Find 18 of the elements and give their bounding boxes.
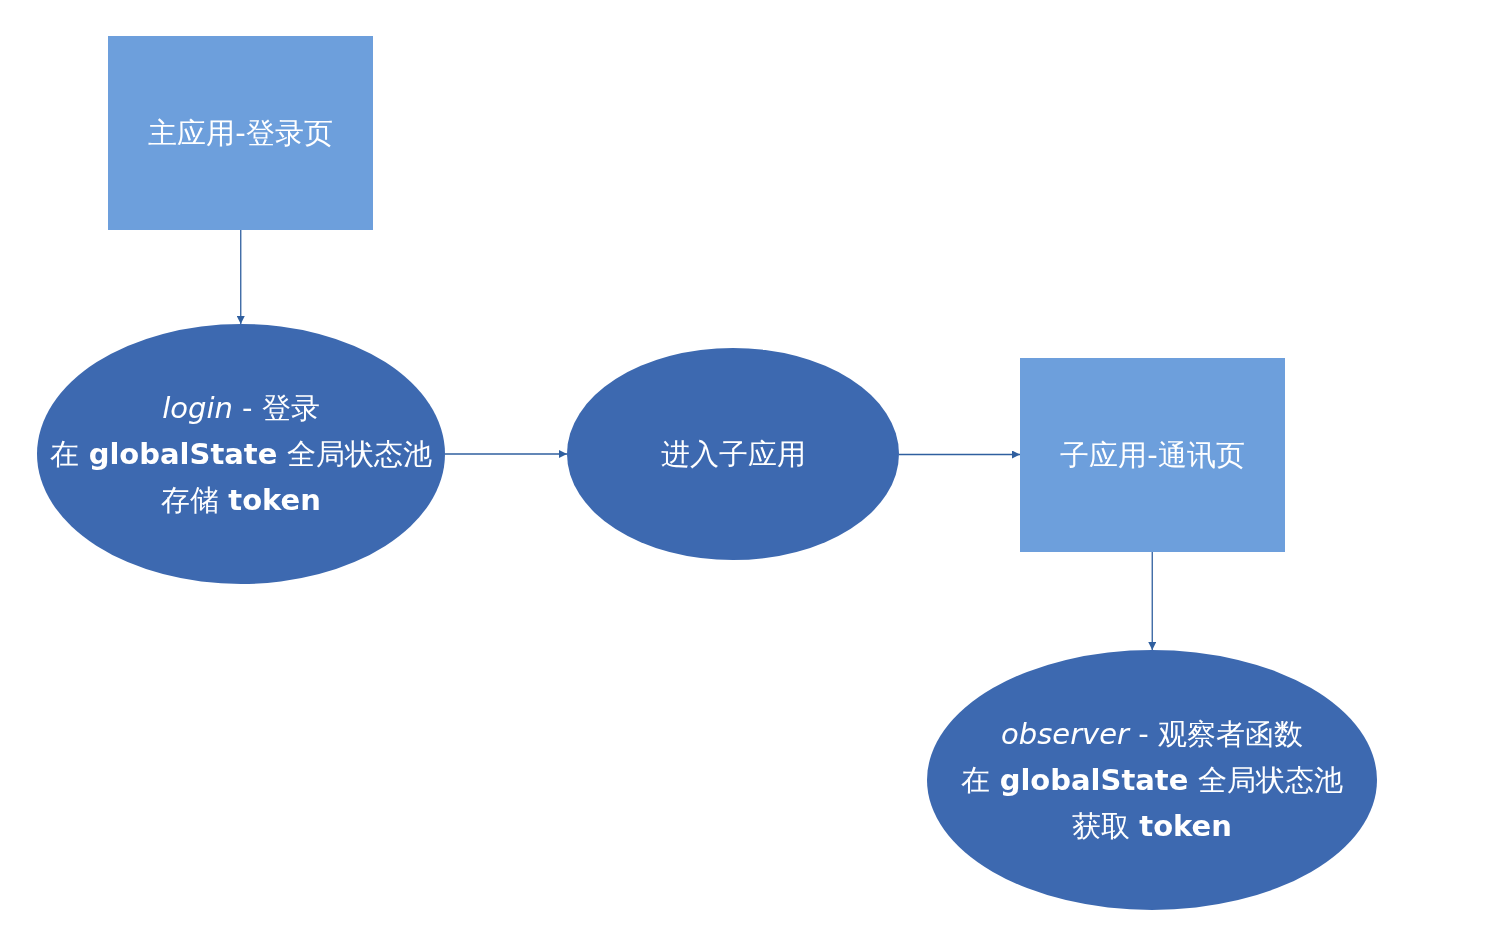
arrow [898,450,1021,459]
node-text: 在 globalState 全局状态池 [961,762,1343,799]
node-text: 子应用-通讯页 [1060,437,1245,474]
node-text: 存储 token [161,482,321,519]
node-text: 进入子应用 [660,436,806,473]
arrow [236,229,245,325]
process-ellipse [927,650,1377,910]
process-box [108,36,373,230]
node-text: 在 globalState 全局状态池 [50,436,432,473]
process-ellipse [37,324,445,584]
arrow [1148,551,1157,651]
arrow [444,450,568,458]
node-text: observer - 观察者函数 [1001,716,1303,753]
node-text: 获取 token [1072,808,1232,845]
process-ellipse [567,348,899,560]
process-box [1020,358,1285,552]
node-text: 主应用-登录页 [148,115,333,152]
node-text: login - 登录 [162,390,320,427]
